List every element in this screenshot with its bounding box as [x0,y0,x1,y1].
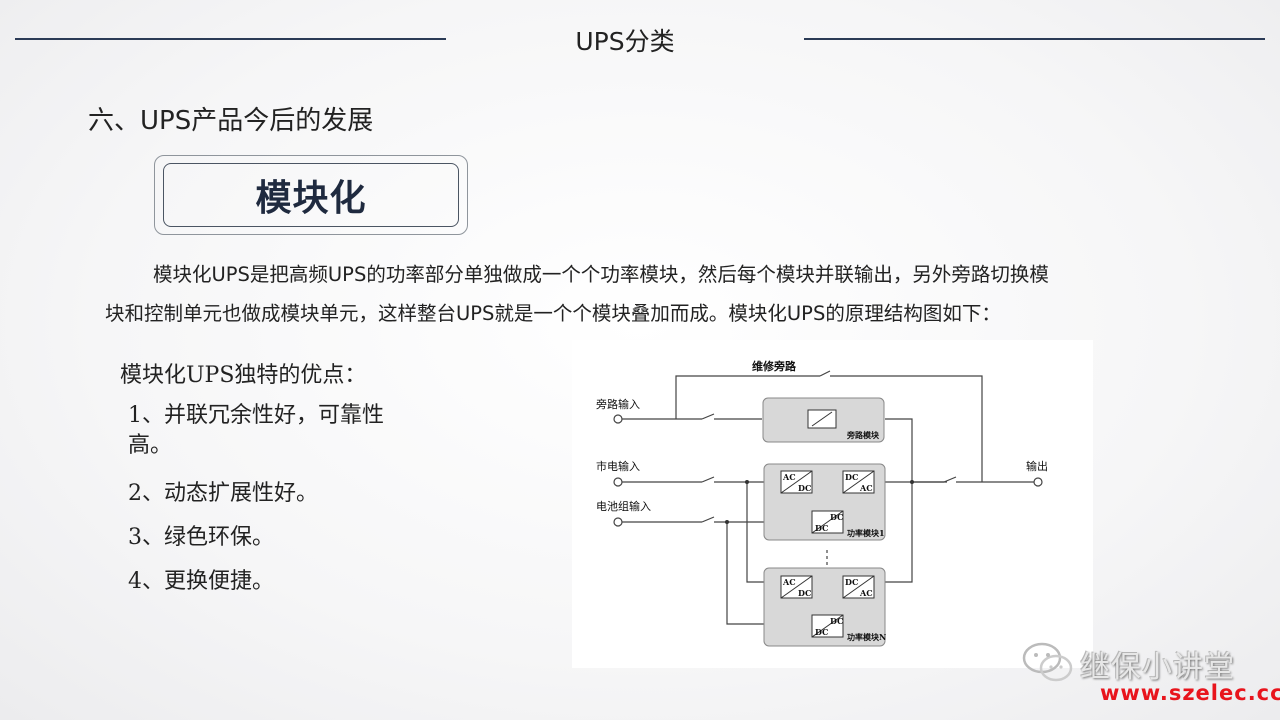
paragraph-line-2: 块和控制单元也做成模块单元，这样整台UPS就是一个个模块叠加而成。模块化UPS的… [105,302,1001,325]
page-title: UPS分类 [575,27,675,56]
bypass-module-output-wire [885,418,913,482]
mains-input-label: 市电输入 [596,459,640,473]
maintenance-switch [819,370,831,377]
battery-switch [701,516,715,523]
invn-ac: AC [859,588,873,598]
diagram-svg: AC DC DC AC DC DC AC DC DC AC DC DC 维修旁路… [596,359,1048,647]
paragraph-line-1: 模块化UPS是把高频UPS的功率部分单独做成一个个功率模块，然后每个模块并联输出… [153,263,1049,286]
header-rule-right [804,38,1265,40]
output-switch [943,476,957,483]
rect1-dc: DC [798,483,811,493]
advantage-item-4: 4、更换便捷。 [128,569,274,594]
watermark-url: www.szelec.cc [1100,681,1280,705]
bypass-switch [701,413,715,420]
dcdcn-dc-a: DC [830,616,843,626]
rect1-ac: AC [782,472,796,482]
power-module-1-label: 功率模块1 [847,528,885,538]
topic-box: 模块化 [163,163,459,227]
dcdc1-dc-b: DC [815,523,828,533]
dcdcn-dc-b: DC [815,627,828,637]
bypass-input-terminal [613,414,623,424]
mains-switch [701,476,715,483]
rectn-dc: DC [798,588,811,598]
battery-input-label: 电池组输入 [596,499,651,513]
power-module-n-label: 功率模块N [847,632,886,642]
rectn-ac: AC [782,577,796,587]
dcdc1-dc-a: DC [830,512,843,522]
output-terminal [1033,477,1043,487]
section-title: 六、UPS产品今后的发展 [88,106,374,136]
advantages-title: 模块化UPS独特的优点： [120,363,367,388]
advantage-item-1: 1、并联冗余性好，可靠性高。 [128,403,384,458]
advantage-item-2: 2、动态扩展性好。 [128,481,318,506]
bypass-module-label: 旁路模块 [846,430,880,440]
advantage-item-3: 3、绿色环保。 [128,525,274,550]
node-battery [725,520,729,524]
bypass-input-label: 旁路输入 [596,397,640,411]
output-label: 输出 [1026,459,1048,473]
inv1-dc: DC [845,472,858,482]
maintenance-bypass-label: 维修旁路 [752,359,797,373]
node-mains [745,480,749,484]
topic-box-frame [154,155,468,235]
battery-input-terminal [613,517,623,527]
maintenance-bypass-wire [675,375,983,482]
mains-input-terminal [613,477,623,487]
invn-dc: DC [845,577,858,587]
wechat-icon [1020,640,1078,688]
node-output [910,480,914,484]
inv1-ac: AC [859,483,873,493]
modular-ups-diagram: AC DC DC AC DC DC AC DC DC AC DC DC 维修旁路… [572,340,1093,668]
header-rule-left [15,38,446,40]
watermark-name: 继保小讲堂 [1080,650,1235,685]
